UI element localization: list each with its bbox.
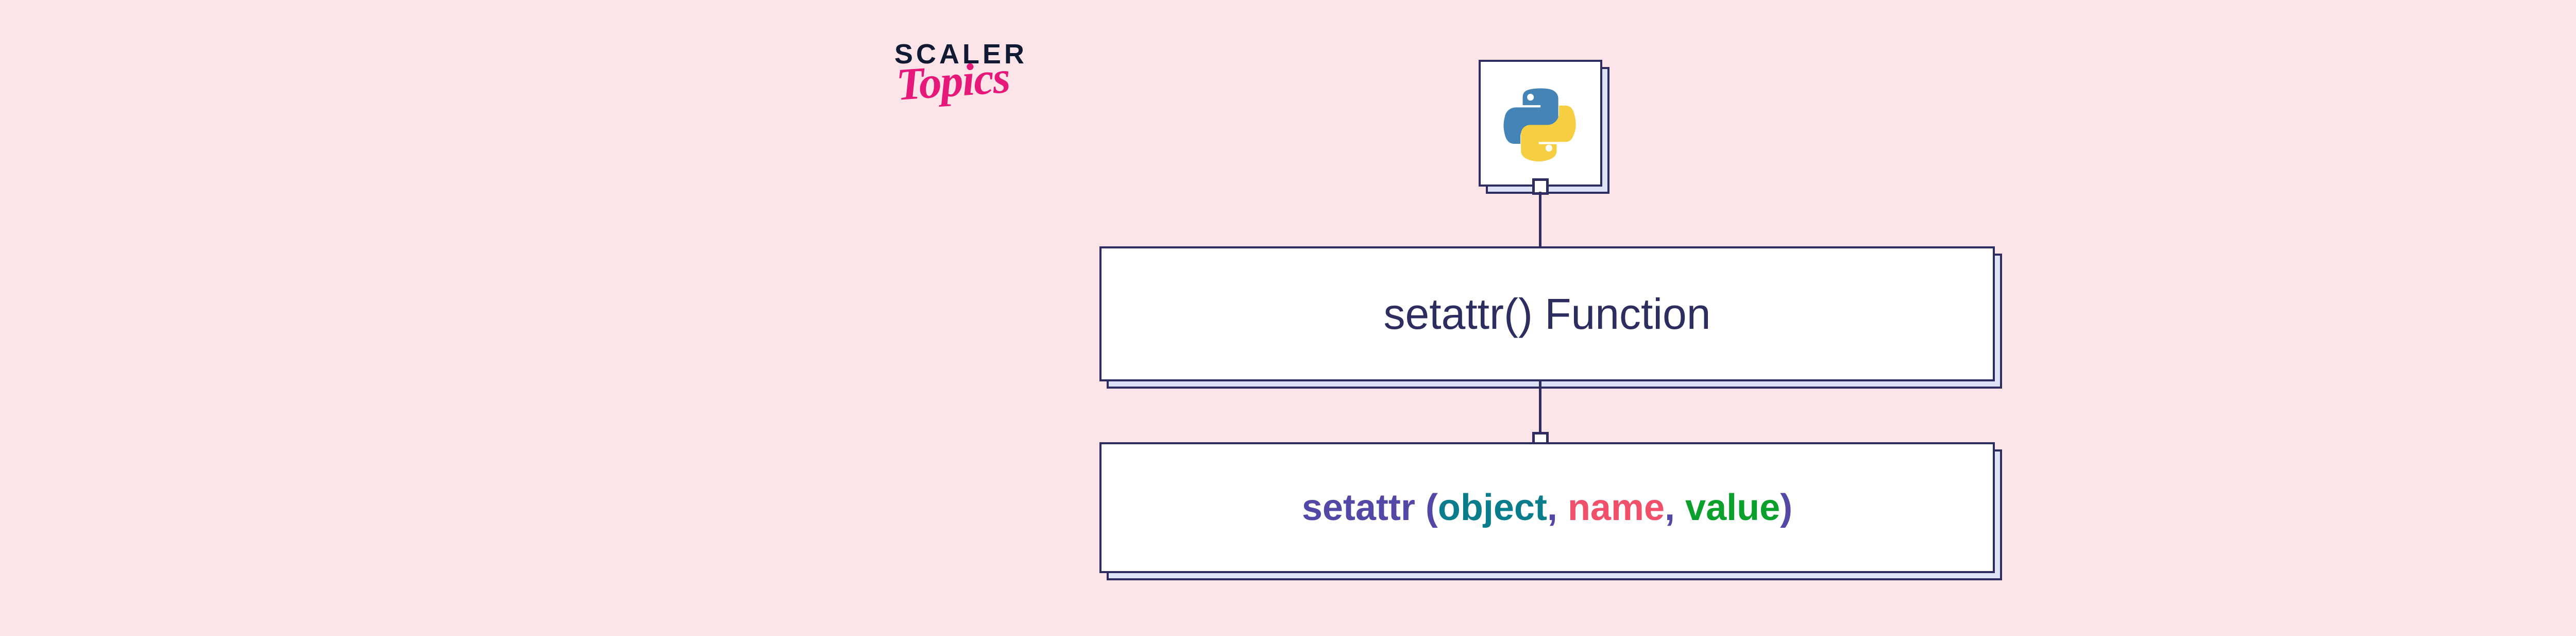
signature-param-object: object: [1437, 487, 1547, 528]
signature-separator-1: ,: [1547, 487, 1568, 528]
python-logo-card: [1479, 60, 1609, 194]
brand-script-topics: Topics: [894, 52, 1011, 110]
connector-line-python-to-title: [1539, 192, 1541, 248]
python-card-front: [1479, 60, 1602, 187]
scaler-topics-logo: SCALER Topics: [894, 40, 1064, 138]
function-signature: setattr (object, name, value): [1302, 487, 1792, 529]
signature-param-value: value: [1685, 487, 1781, 528]
brand-wordmark-scaler: SCALER: [894, 39, 1028, 70]
signature-card-front: setattr (object, name, value): [1099, 442, 1995, 573]
title-card-front: setattr() Function: [1099, 246, 1995, 381]
signature-param-name: name: [1567, 487, 1665, 528]
connector-line-title-to-signature: [1539, 381, 1541, 438]
signature-separator-2: ,: [1665, 487, 1686, 528]
setattr-function-title-card: setattr() Function: [1099, 246, 2002, 389]
signature-close-paren: ): [1780, 487, 1793, 528]
python-logo-icon: [1503, 88, 1576, 162]
signature-open-paren: (: [1415, 487, 1438, 528]
page-title: setattr() Function: [1383, 289, 1711, 338]
setattr-signature-card: setattr (object, name, value): [1099, 442, 2002, 580]
signature-function-name: setattr: [1301, 487, 1415, 528]
